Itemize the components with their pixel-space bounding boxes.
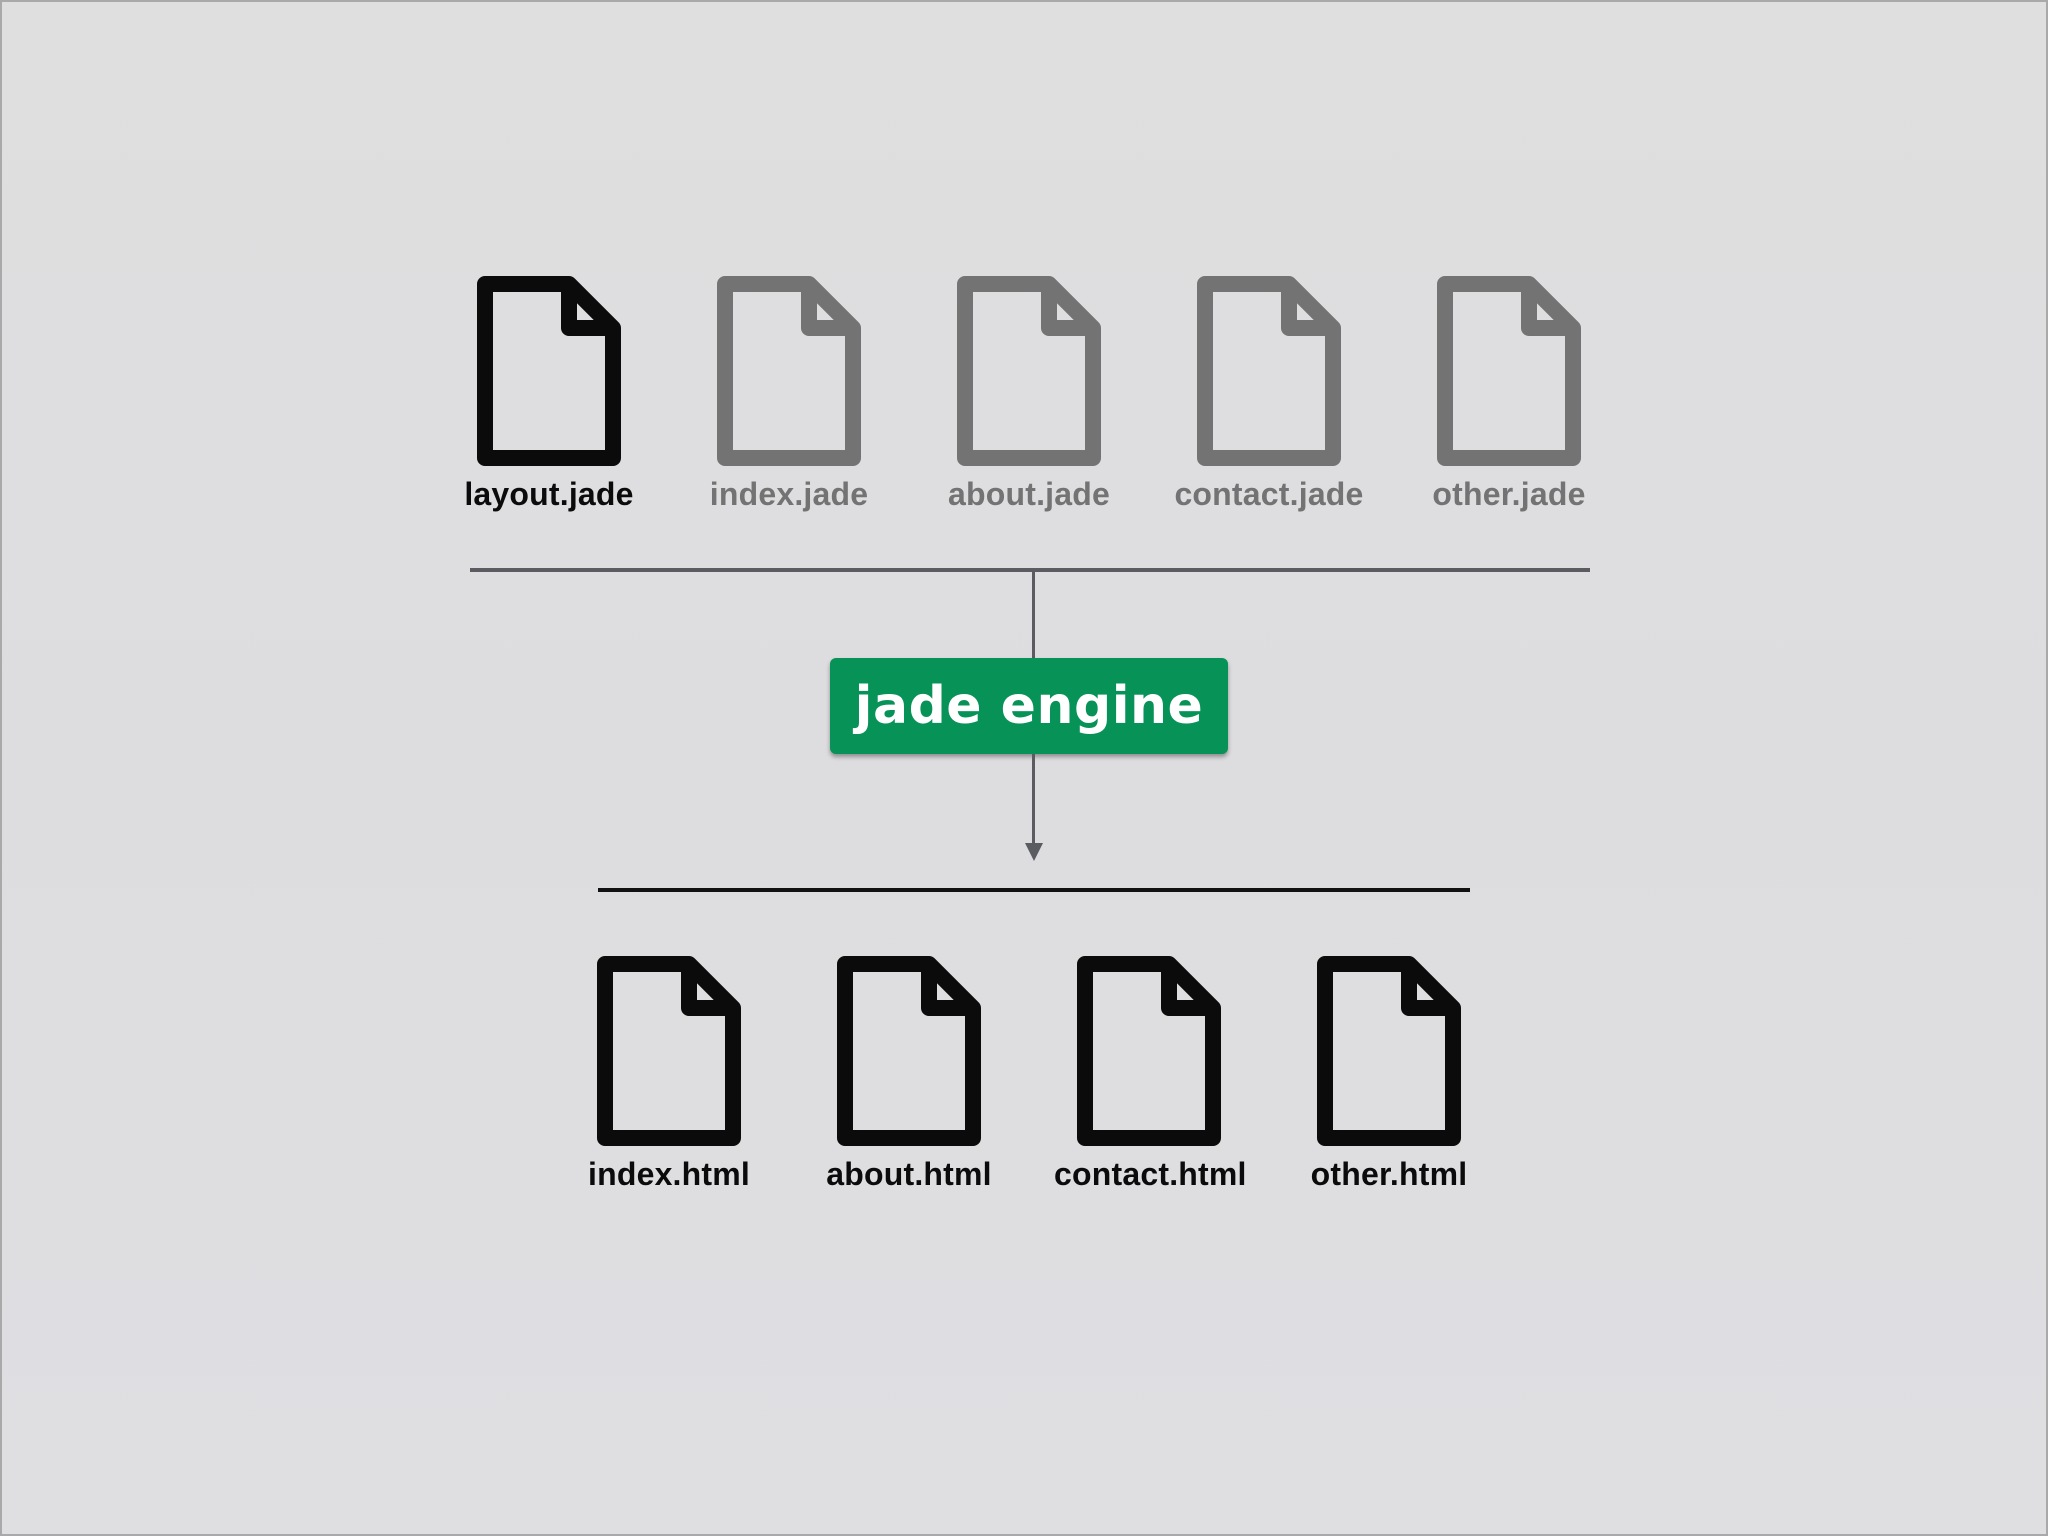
jade-engine-box: jade engine — [830, 658, 1228, 754]
input-file-label: other.jade — [1432, 476, 1586, 512]
output-file-label: about.html — [826, 1156, 992, 1192]
output-file-about: about.html — [814, 956, 1004, 1193]
input-file-index: index.jade — [694, 276, 884, 513]
input-file-about: about.jade — [934, 276, 1124, 513]
output-file-label: index.html — [587, 1156, 750, 1192]
file-icon — [597, 956, 741, 1146]
file-icon — [957, 276, 1101, 466]
input-file-label: contact.jade — [1174, 476, 1364, 512]
file-icon — [1437, 276, 1581, 466]
connector-line-to-engine — [1032, 570, 1035, 660]
input-file-label: layout.jade — [464, 476, 634, 512]
file-icon — [1077, 956, 1221, 1146]
file-icon — [1317, 956, 1461, 1146]
input-file-other: other.jade — [1414, 276, 1604, 513]
arrowhead-icon — [1025, 843, 1043, 861]
output-distributor-line — [598, 888, 1470, 892]
file-icon — [1197, 276, 1341, 466]
output-file-label: contact.html — [1054, 1156, 1247, 1192]
input-file-label: index.jade — [709, 476, 869, 512]
input-file-contact: contact.jade — [1174, 276, 1364, 513]
input-file-layout: layout.jade — [454, 276, 644, 513]
output-file-label: other.html — [1310, 1156, 1468, 1192]
output-file-index: index.html — [574, 956, 764, 1193]
file-icon — [717, 276, 861, 466]
output-file-contact: contact.html — [1054, 956, 1247, 1193]
output-file-other: other.html — [1294, 956, 1484, 1193]
engine-label: jade engine — [854, 676, 1204, 736]
file-icon — [837, 956, 981, 1146]
file-icon — [477, 276, 621, 466]
input-collector-line — [470, 568, 1590, 572]
connector-line-from-engine — [1032, 754, 1035, 846]
input-file-label: about.jade — [947, 476, 1110, 512]
